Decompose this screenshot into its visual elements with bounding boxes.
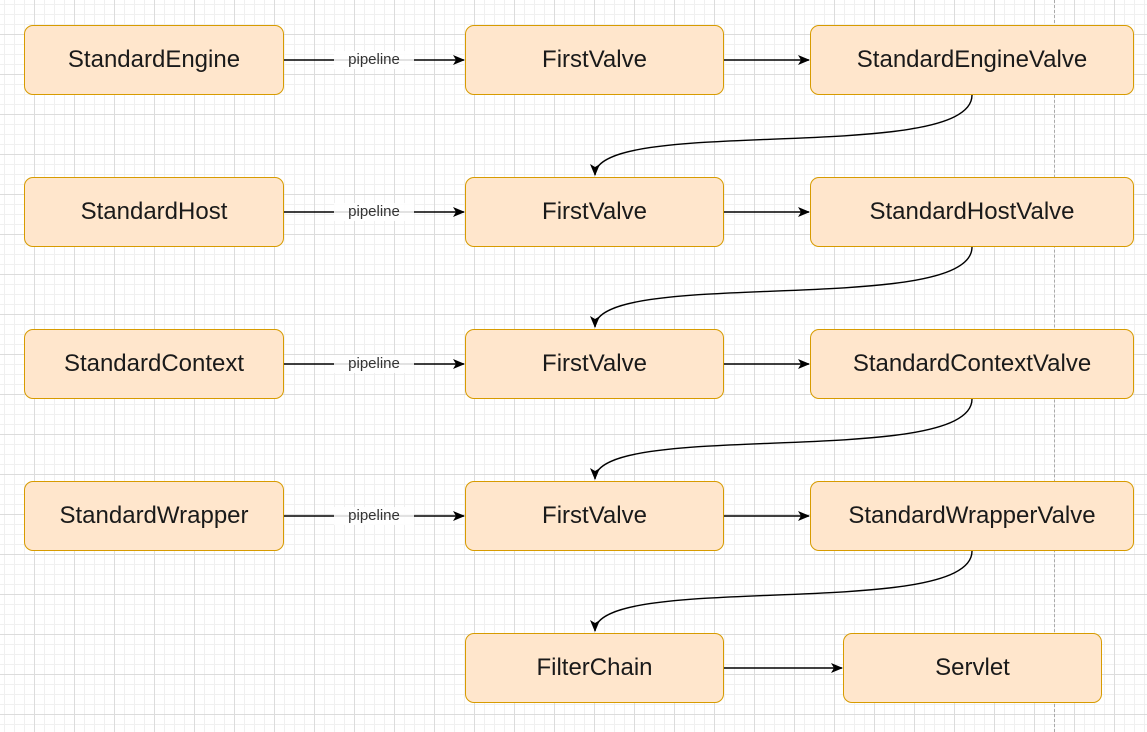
pipeline-label: pipeline (334, 203, 414, 221)
node-standard-engine[interactable]: StandardEngine (24, 25, 284, 95)
pipeline-label: pipeline (334, 51, 414, 69)
node-standard-engine-valve[interactable]: StandardEngineValve (810, 25, 1134, 95)
node-first-valve[interactable]: FirstValve (465, 25, 724, 95)
edge-contextvalve-firstvalve4 (590, 398, 973, 480)
edge-wrappervalve-filterchain (590, 550, 973, 632)
edge-hostvalve-firstvalve3 (590, 246, 973, 328)
node-first-valve[interactable]: FirstValve (465, 481, 724, 551)
node-servlet[interactable]: Servlet (843, 633, 1102, 703)
node-standard-context-valve[interactable]: StandardContextValve (810, 329, 1134, 399)
edge-enginevalve-firstvalve2 (590, 94, 973, 176)
node-filter-chain[interactable]: FilterChain (465, 633, 724, 703)
pipeline-label: pipeline (334, 355, 414, 373)
node-standard-wrapper[interactable]: StandardWrapper (24, 481, 284, 551)
node-first-valve[interactable]: FirstValve (465, 329, 724, 399)
pipeline-label: pipeline (334, 507, 414, 525)
node-first-valve[interactable]: FirstValve (465, 177, 724, 247)
node-standard-host-valve[interactable]: StandardHostValve (810, 177, 1134, 247)
node-standard-context[interactable]: StandardContext (24, 329, 284, 399)
node-standard-host[interactable]: StandardHost (24, 177, 284, 247)
node-standard-wrapper-valve[interactable]: StandardWrapperValve (810, 481, 1134, 551)
